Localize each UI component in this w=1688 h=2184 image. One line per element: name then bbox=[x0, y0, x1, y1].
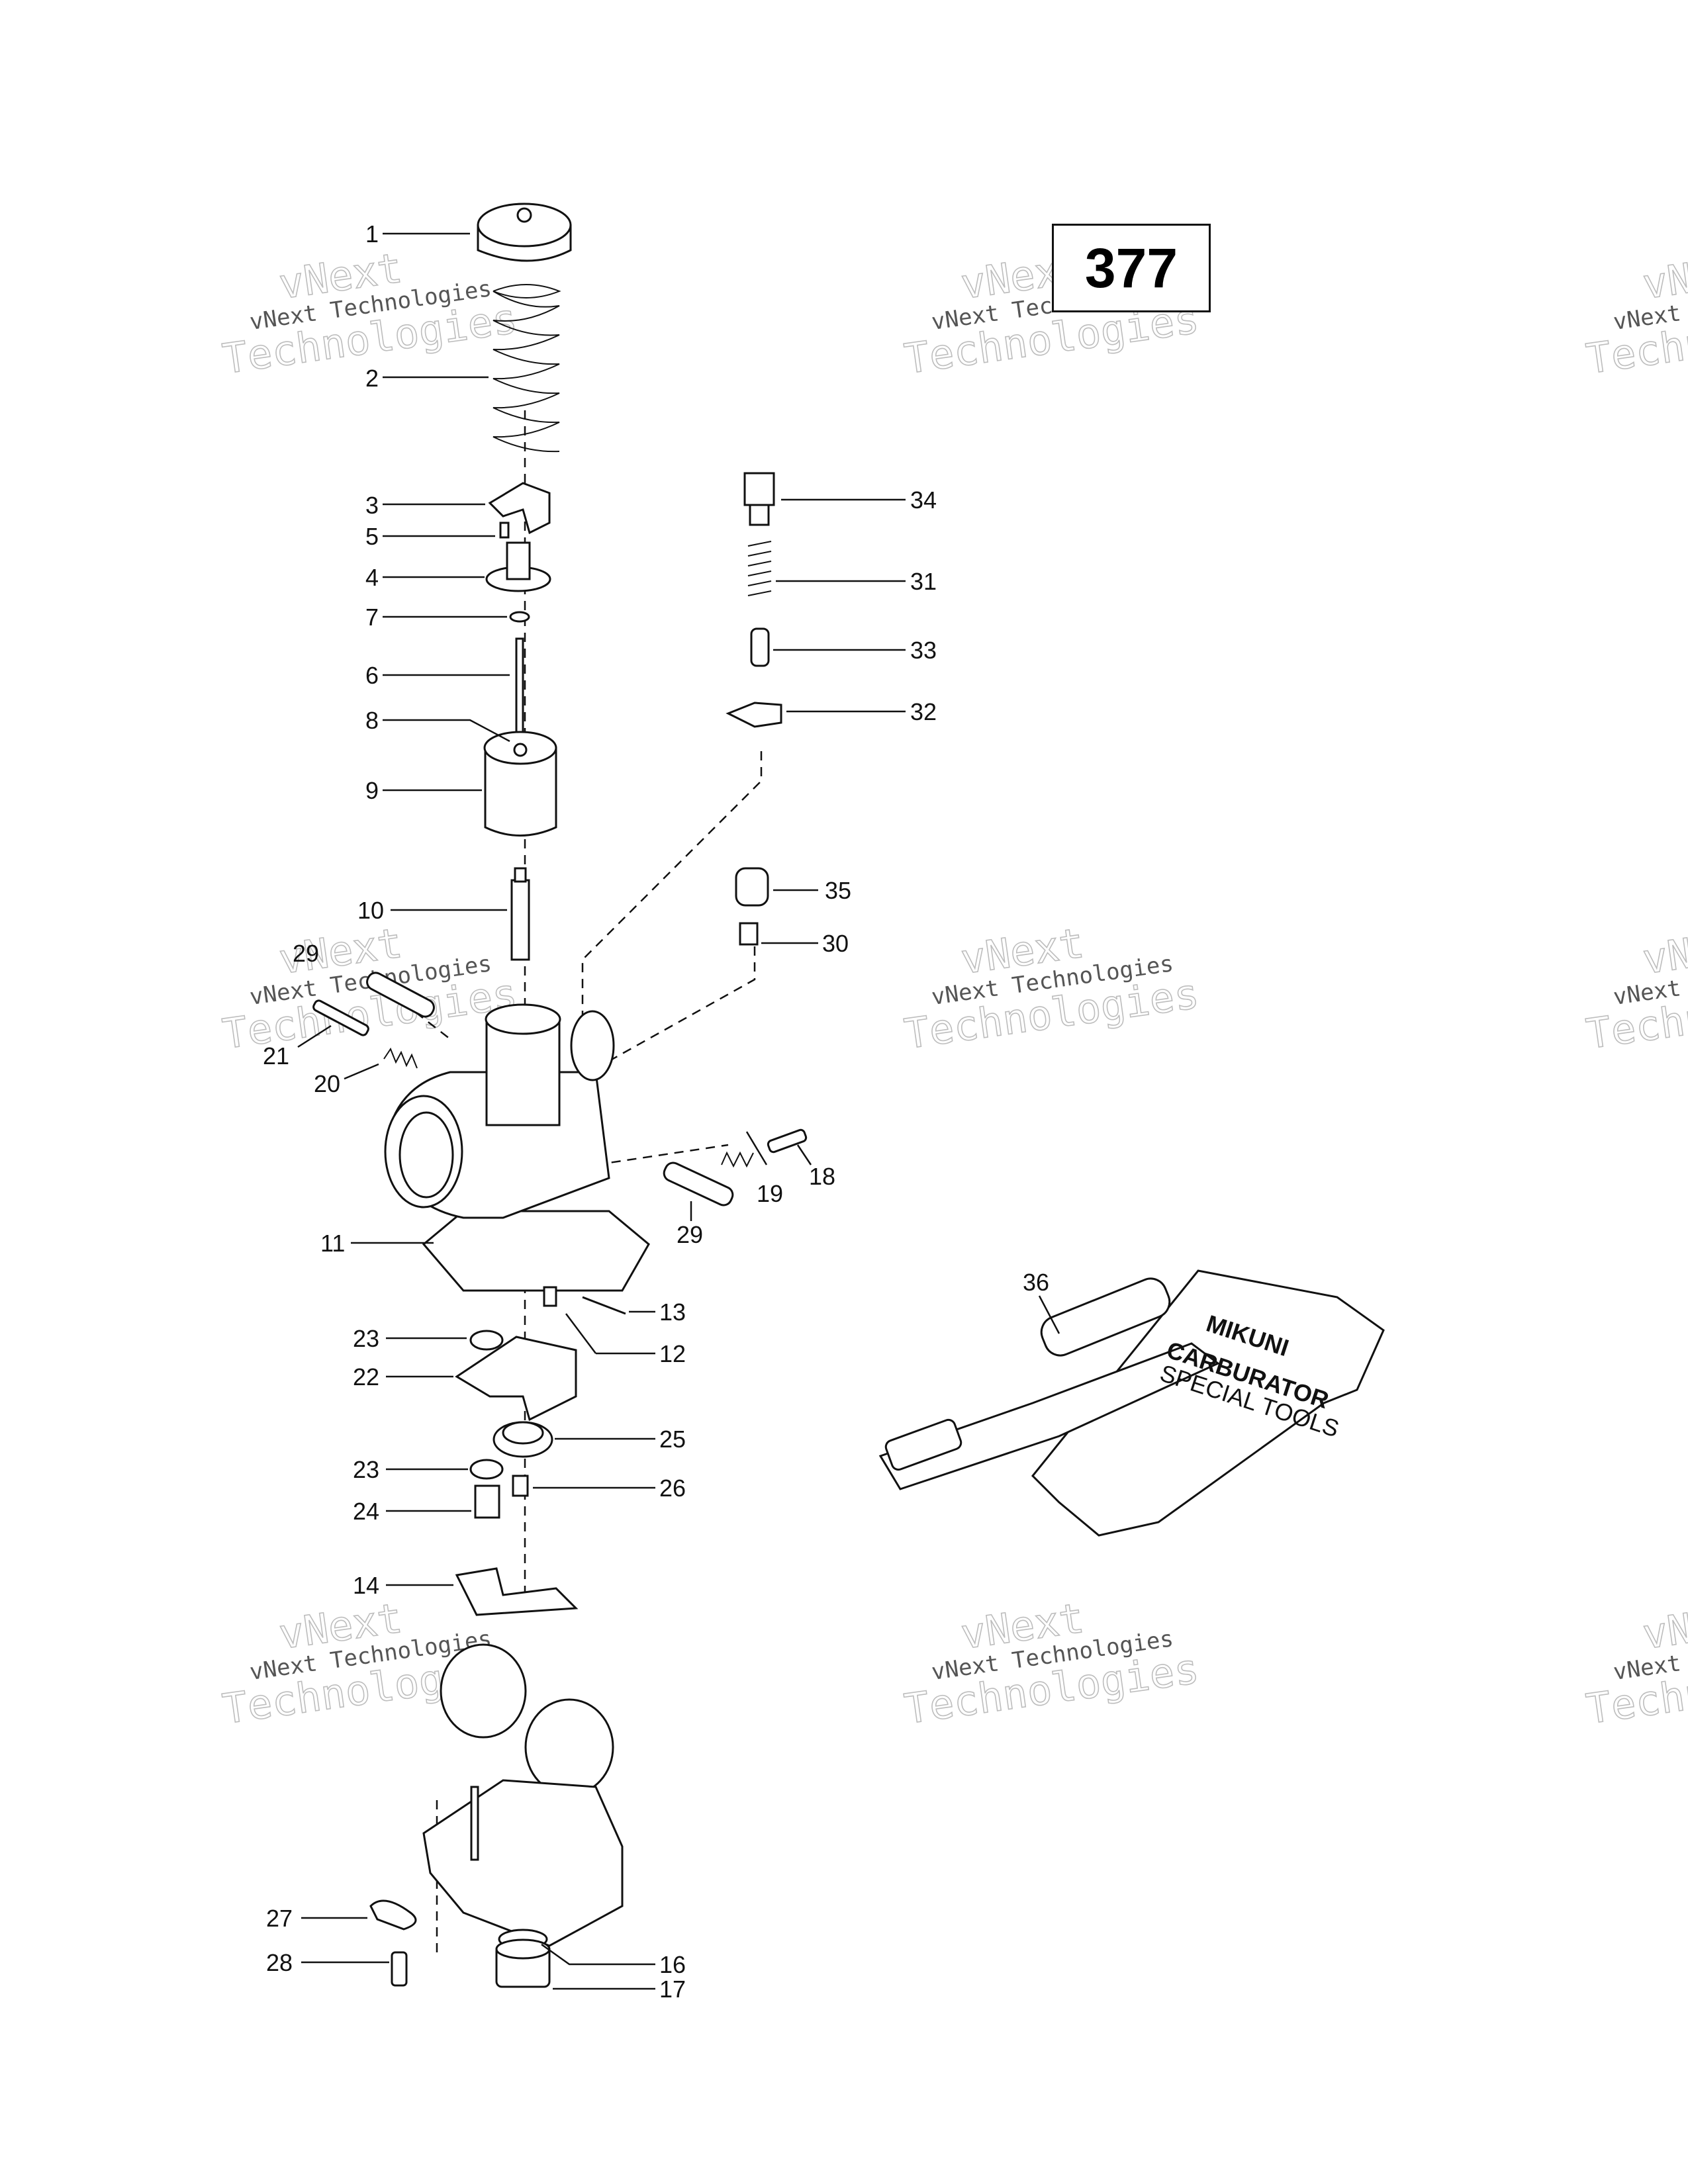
part-14-float-arm bbox=[455, 1567, 579, 1616]
starter-path bbox=[588, 946, 756, 1073]
part-25-jet-holder bbox=[492, 1421, 553, 1458]
watermark: vNext vNext Technologies Technologies bbox=[1583, 243, 1688, 384]
pilot-screw-path bbox=[581, 751, 763, 1032]
callout-30: 30 bbox=[822, 930, 849, 957]
callout-16: 16 bbox=[659, 1951, 686, 1978]
part-4-holder bbox=[485, 541, 551, 592]
callout-25: 25 bbox=[659, 1426, 686, 1453]
callout-1: 1 bbox=[365, 220, 379, 248]
part-31-spring bbox=[747, 541, 772, 596]
watermark-text: vNext bbox=[1640, 1594, 1688, 1659]
callout-35: 35 bbox=[825, 877, 851, 904]
part-29-hose-lower bbox=[663, 1161, 734, 1206]
parts-drawings: MIKUNI CARBURATOR SPECIAL TOOLS bbox=[312, 203, 1385, 1988]
page-number-box: 377 bbox=[1052, 224, 1211, 312]
part-34-cable-adjuster bbox=[743, 472, 775, 526]
callout-23-upper: 23 bbox=[353, 1325, 379, 1352]
part-23-washer-upper bbox=[469, 1330, 504, 1351]
watermark: vNext vNext Technologies Technologies bbox=[1583, 918, 1688, 1059]
callout-2: 2 bbox=[365, 365, 379, 392]
part-29-hose-upper bbox=[366, 972, 435, 1018]
part-32-plate bbox=[726, 702, 782, 728]
callout-24: 24 bbox=[353, 1498, 379, 1525]
part-12-jet bbox=[543, 1286, 557, 1307]
part-13-pin bbox=[582, 1296, 626, 1315]
watermark: vNext vNext Technologies Technologies bbox=[901, 1593, 1202, 1734]
part-float-bowl bbox=[422, 1779, 624, 1947]
callout-36: 36 bbox=[1023, 1269, 1049, 1296]
part-22-baffle bbox=[455, 1336, 577, 1422]
part-33-plunger bbox=[750, 627, 770, 667]
part-7-clip bbox=[509, 611, 530, 623]
callout-12: 12 bbox=[659, 1340, 686, 1367]
part-21-screw bbox=[312, 999, 369, 1036]
watermark-text: vNext bbox=[1640, 919, 1688, 983]
callout-8: 8 bbox=[365, 707, 379, 734]
callout-18: 18 bbox=[809, 1163, 835, 1190]
callout-17: 17 bbox=[659, 1976, 686, 2003]
callout-7: 7 bbox=[365, 604, 379, 631]
callout-34: 34 bbox=[910, 486, 937, 514]
callout-32: 32 bbox=[910, 698, 937, 725]
part-23-washer-lower bbox=[469, 1459, 504, 1480]
part-9-throttle-valve bbox=[483, 731, 557, 837]
callout-29-upper: 29 bbox=[293, 940, 319, 967]
part-30-jet bbox=[739, 922, 759, 946]
callout-9: 9 bbox=[365, 777, 379, 804]
leader-lines bbox=[297, 232, 1060, 1990]
callout-4: 4 bbox=[365, 564, 379, 591]
callout-31: 31 bbox=[910, 568, 937, 595]
callout-5: 5 bbox=[365, 523, 379, 550]
part-35-cap bbox=[735, 867, 769, 907]
part-float-left bbox=[440, 1643, 527, 1739]
part-24-main-jet bbox=[474, 1484, 500, 1519]
callout-19: 19 bbox=[757, 1180, 783, 1207]
callout-labels: 1 2 3 5 4 7 6 8 9 10 29 21 20 11 23 22 2… bbox=[263, 220, 1049, 2003]
part-float-right bbox=[524, 1698, 614, 1796]
callout-22: 22 bbox=[353, 1363, 379, 1390]
part-1-cap bbox=[477, 203, 572, 262]
callout-11: 11 bbox=[320, 1230, 345, 1257]
watermark-group: vNext vNext Technologies Technologies vN… bbox=[219, 243, 1688, 1734]
callout-29-lower: 29 bbox=[677, 1221, 703, 1248]
callout-27: 27 bbox=[266, 1905, 293, 1932]
part-11-carburetor-body bbox=[384, 1003, 650, 1292]
callout-20: 20 bbox=[314, 1070, 340, 1097]
air-screw-path bbox=[595, 1144, 729, 1166]
callout-13: 13 bbox=[659, 1298, 686, 1326]
callout-14: 14 bbox=[353, 1572, 379, 1599]
callout-26: 26 bbox=[659, 1475, 686, 1502]
part-27-clip bbox=[369, 1899, 417, 1931]
callout-33: 33 bbox=[910, 637, 937, 664]
part-20-spring bbox=[383, 1047, 418, 1069]
callout-3: 3 bbox=[365, 492, 379, 519]
part-18-screw bbox=[767, 1128, 808, 1154]
callout-28: 28 bbox=[266, 1949, 293, 1976]
part-36-tool-kit: MIKUNI CARBURATOR SPECIAL TOOLS bbox=[878, 1269, 1385, 1537]
part-10-needle-jet bbox=[510, 867, 530, 961]
page-number: 377 bbox=[1084, 236, 1178, 299]
callout-21: 21 bbox=[263, 1042, 289, 1069]
part-19-spring bbox=[721, 1151, 754, 1168]
part-26-pilot-jet bbox=[512, 1475, 529, 1497]
part-28-screw bbox=[391, 1951, 408, 1987]
part-5-pin bbox=[499, 522, 510, 539]
callout-10: 10 bbox=[357, 897, 384, 924]
callout-6: 6 bbox=[365, 662, 379, 689]
part-3-plate bbox=[488, 482, 551, 535]
part-17-drain-plug bbox=[495, 1938, 551, 1988]
watermark-text: vNext bbox=[1640, 244, 1688, 308]
watermark: vNext vNext Technologies Technologies bbox=[901, 918, 1202, 1059]
callout-23-lower: 23 bbox=[353, 1456, 379, 1483]
part-2-spring bbox=[492, 284, 561, 453]
watermark: vNext vNext Technologies Technologies bbox=[1583, 1593, 1688, 1734]
watermark: vNext vNext Technologies Technologies bbox=[219, 243, 520, 384]
